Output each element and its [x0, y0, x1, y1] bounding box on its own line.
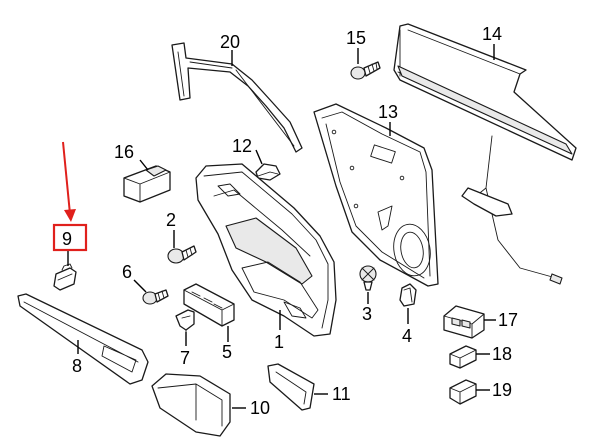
- part-16-switch[interactable]: [123, 165, 171, 203]
- part-1-door-trim-panel[interactable]: [195, 163, 337, 337]
- part-9-push-clip[interactable]: [53, 263, 77, 291]
- leader-6: [133, 279, 147, 293]
- part-18-switch[interactable]: [449, 345, 477, 369]
- part-19-switch[interactable]: [449, 379, 477, 405]
- callout-10[interactable]: 10: [250, 398, 270, 418]
- part-12-cap[interactable]: [255, 163, 281, 181]
- part-20-window-channel[interactable]: [171, 42, 303, 153]
- part-4-plug[interactable]: [399, 283, 417, 307]
- part-13-carrier-panel[interactable]: [313, 103, 439, 287]
- callout-4[interactable]: 4: [402, 326, 412, 346]
- callout-9[interactable]: 9: [62, 229, 72, 249]
- callout-17[interactable]: 17: [498, 310, 518, 330]
- callout-7[interactable]: 7: [180, 348, 190, 368]
- callout-18[interactable]: 18: [492, 344, 512, 364]
- part-17-switch-panel[interactable]: [443, 305, 485, 339]
- part-3-clip[interactable]: [359, 265, 377, 291]
- part-15-bolt[interactable]: [350, 61, 381, 80]
- part-6-screw[interactable]: [142, 289, 169, 305]
- callout-1[interactable]: 1: [274, 332, 284, 352]
- callout-11[interactable]: 11: [332, 384, 351, 404]
- callout-3[interactable]: 3: [362, 304, 372, 324]
- part-8-trim-strip[interactable]: [17, 293, 149, 385]
- callout-14[interactable]: 14: [482, 24, 502, 44]
- highlight-arrow: [62, 141, 76, 222]
- callout-5[interactable]: 5: [222, 342, 232, 362]
- highlight-box-9: [52, 223, 88, 252]
- part-5-bracket[interactable]: [183, 283, 235, 327]
- part-14-roller-blind[interactable]: [393, 23, 577, 285]
- callout-6[interactable]: 6: [122, 262, 132, 282]
- callout-12[interactable]: 12: [232, 136, 252, 156]
- leader-16: [139, 159, 149, 171]
- callout-8[interactable]: 8: [72, 356, 82, 376]
- leader-12: [255, 149, 263, 165]
- part-10-pocket-trim[interactable]: [151, 373, 231, 437]
- callout-19[interactable]: 19: [492, 380, 512, 400]
- callout-15[interactable]: 15: [346, 28, 366, 48]
- part-11-corner-trim[interactable]: [267, 363, 315, 411]
- part-7-retainer[interactable]: [175, 309, 195, 341]
- callout-20[interactable]: 20: [220, 32, 240, 52]
- part-2-screw[interactable]: [167, 245, 197, 264]
- callout-13[interactable]: 13: [378, 102, 398, 122]
- callout-2[interactable]: 2: [166, 210, 176, 230]
- callout-16[interactable]: 16: [114, 142, 134, 162]
